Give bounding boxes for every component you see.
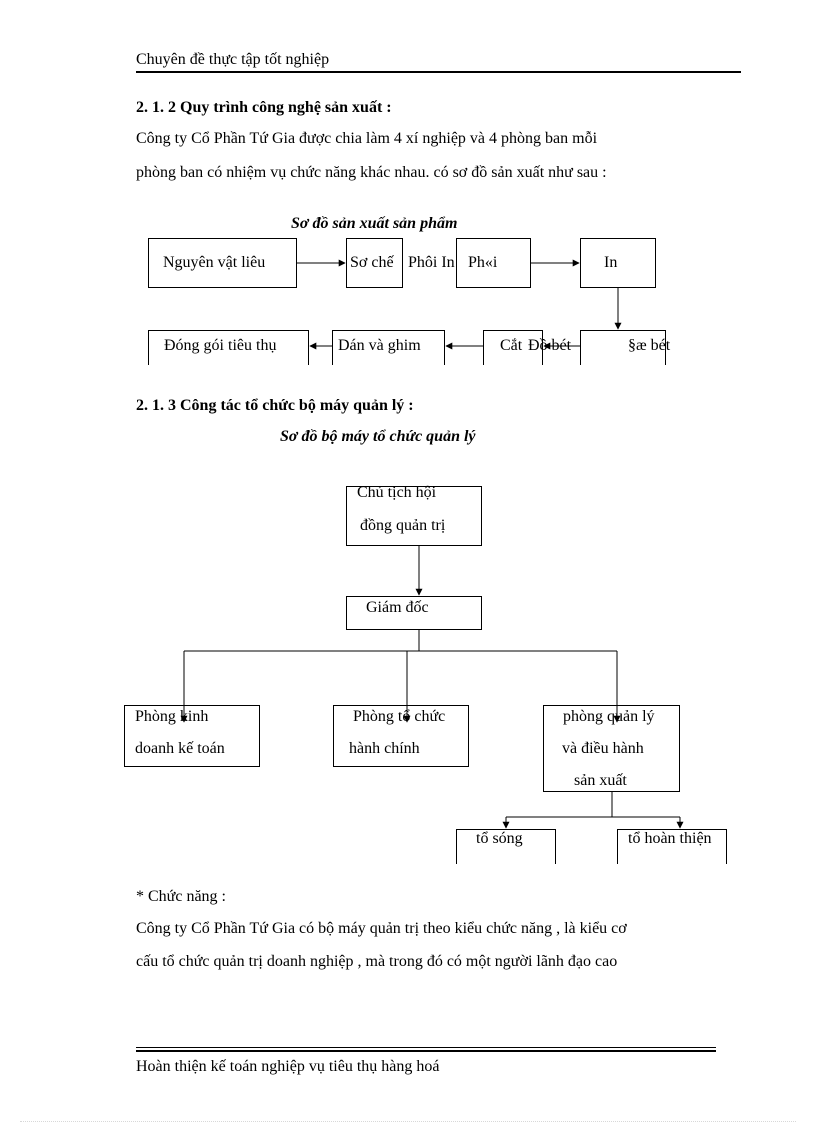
header-rule <box>136 71 741 73</box>
label-chairman-line1: Chủ tịch hội <box>357 484 437 501</box>
label-dept-admin-line1: Phòng tổ chức <box>353 708 446 725</box>
label-dan-va-ghim: Dán và ghim <box>338 337 421 354</box>
box-team-finishing <box>617 829 727 864</box>
page-edge-dots <box>20 1121 796 1122</box>
label-dept-production-line3: sản xuất <box>574 772 627 789</box>
label-nguyen-vat-lieu: Nguyên vật liêu <box>163 254 266 271</box>
box-phoi <box>456 238 531 288</box>
label-dong-goi: Đóng gói tiêu thụ <box>164 337 277 354</box>
section-213-heading: 2. 1. 3 Công tác tổ chức bộ máy quản lý … <box>136 397 414 414</box>
label-director: Giám đốc <box>366 599 429 616</box>
production-diagram-title: Sơ đồ sản xuất sản phẩm <box>291 215 458 232</box>
box-dan-va-ghim <box>332 330 445 365</box>
section-212-para-line1: Công ty Cổ Phần Tứ Gia được chia làm 4 x… <box>136 130 598 147</box>
functions-para-line2: cấu tổ chức quản trị doanh nghiệp , mà t… <box>136 953 618 970</box>
box-team-corrugated <box>456 829 556 864</box>
label-in: In <box>604 254 618 271</box>
box-sae-bet <box>580 330 666 365</box>
label-so-che: Sơ chế <box>350 254 394 271</box>
label-chairman-line2: đồng quản trị <box>360 517 446 534</box>
page-header-title: Chuyên đề thực tập tốt nghiệp <box>136 51 330 68</box>
label-cat: Cắt <box>500 337 523 354</box>
section-212-heading: 2. 1. 2 Quy trình công nghệ sản xuất : <box>136 99 392 116</box>
label-dept-production-line2: và điều hành <box>562 740 644 757</box>
box-dept-production <box>543 705 680 792</box>
box-dept-business <box>124 705 260 767</box>
footer-rule-top <box>136 1047 716 1048</box>
box-so-che <box>346 238 403 288</box>
label-dept-business-line1: Phòng kinh <box>135 708 209 725</box>
page-footer-title: Hoàn thiện kế toán nghiệp vụ tiêu thụ hà… <box>136 1058 440 1075</box>
label-dept-production-line1: phòng quản lý <box>563 708 655 725</box>
box-chairman <box>346 486 482 546</box>
box-dept-admin <box>333 705 469 767</box>
label-dept-business-line2: doanh kế toán <box>135 740 225 757</box>
org-chart-title: Sơ đồ bộ máy tổ chức quản lý <box>280 428 476 445</box>
functions-para-line1: Công ty Cổ Phần Tứ Gia có bộ máy quản tr… <box>136 920 627 937</box>
box-cat <box>483 330 543 365</box>
section-212-para-line2: phòng ban có nhiệm vụ chức năng khác nha… <box>136 164 607 181</box>
box-in <box>580 238 656 288</box>
label-team-corrugated: tổ sóng <box>476 830 523 847</box>
footer-rule-bottom <box>136 1050 716 1052</box>
box-director <box>346 596 482 630</box>
functions-heading: * Chức năng : <box>136 888 226 905</box>
box-dong-goi <box>148 330 309 365</box>
label-phoi-in: Phôi In <box>408 254 455 271</box>
box-nguyen-vat-lieu <box>148 238 297 288</box>
label-dept-admin-line2: hành chính <box>349 740 420 757</box>
label-sae-bet: §æ bét <box>628 337 671 354</box>
label-do-bet: Đồ bét <box>528 337 572 354</box>
label-team-finishing: tổ hoàn thiện <box>628 830 712 847</box>
label-phoi: Ph«i <box>468 254 498 271</box>
